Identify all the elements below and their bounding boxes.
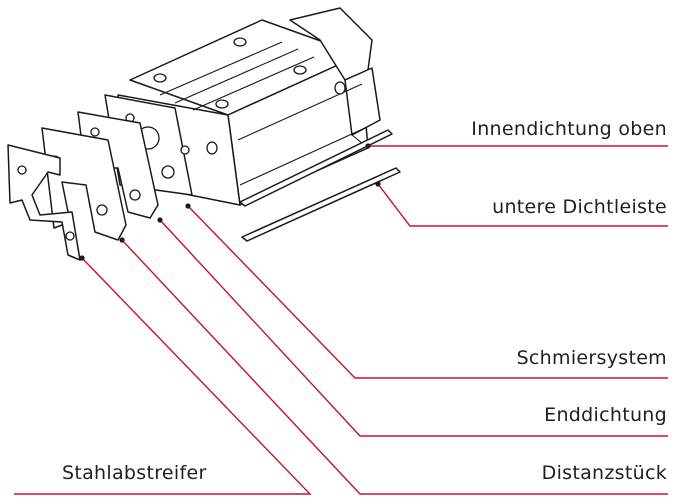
label-schmiersystem: Schmiersystem (516, 347, 667, 369)
label-untere-dichtleiste: untere Dichtleiste (492, 196, 667, 218)
leader-stahlabstreifer (14, 257, 312, 495)
leader-schmiersystem (187, 205, 668, 379)
leader-lines (14, 143, 668, 495)
leader-enddichtung (159, 219, 668, 437)
leader-distanzstueck (121, 239, 668, 495)
label-enddichtung: Enddichtung (544, 404, 667, 426)
label-distanzstueck: Distanzstück (541, 462, 667, 484)
top-inner-seal-strip (239, 129, 393, 207)
steel-scraper-part (7, 144, 81, 261)
lower-seal-strip (241, 167, 401, 242)
leader-untere-dichtleiste (377, 183, 668, 227)
label-innendichtung-oben: Innendichtung oben (471, 118, 667, 140)
label-stahlabstreifer: Stahlabstreifer (62, 462, 207, 484)
